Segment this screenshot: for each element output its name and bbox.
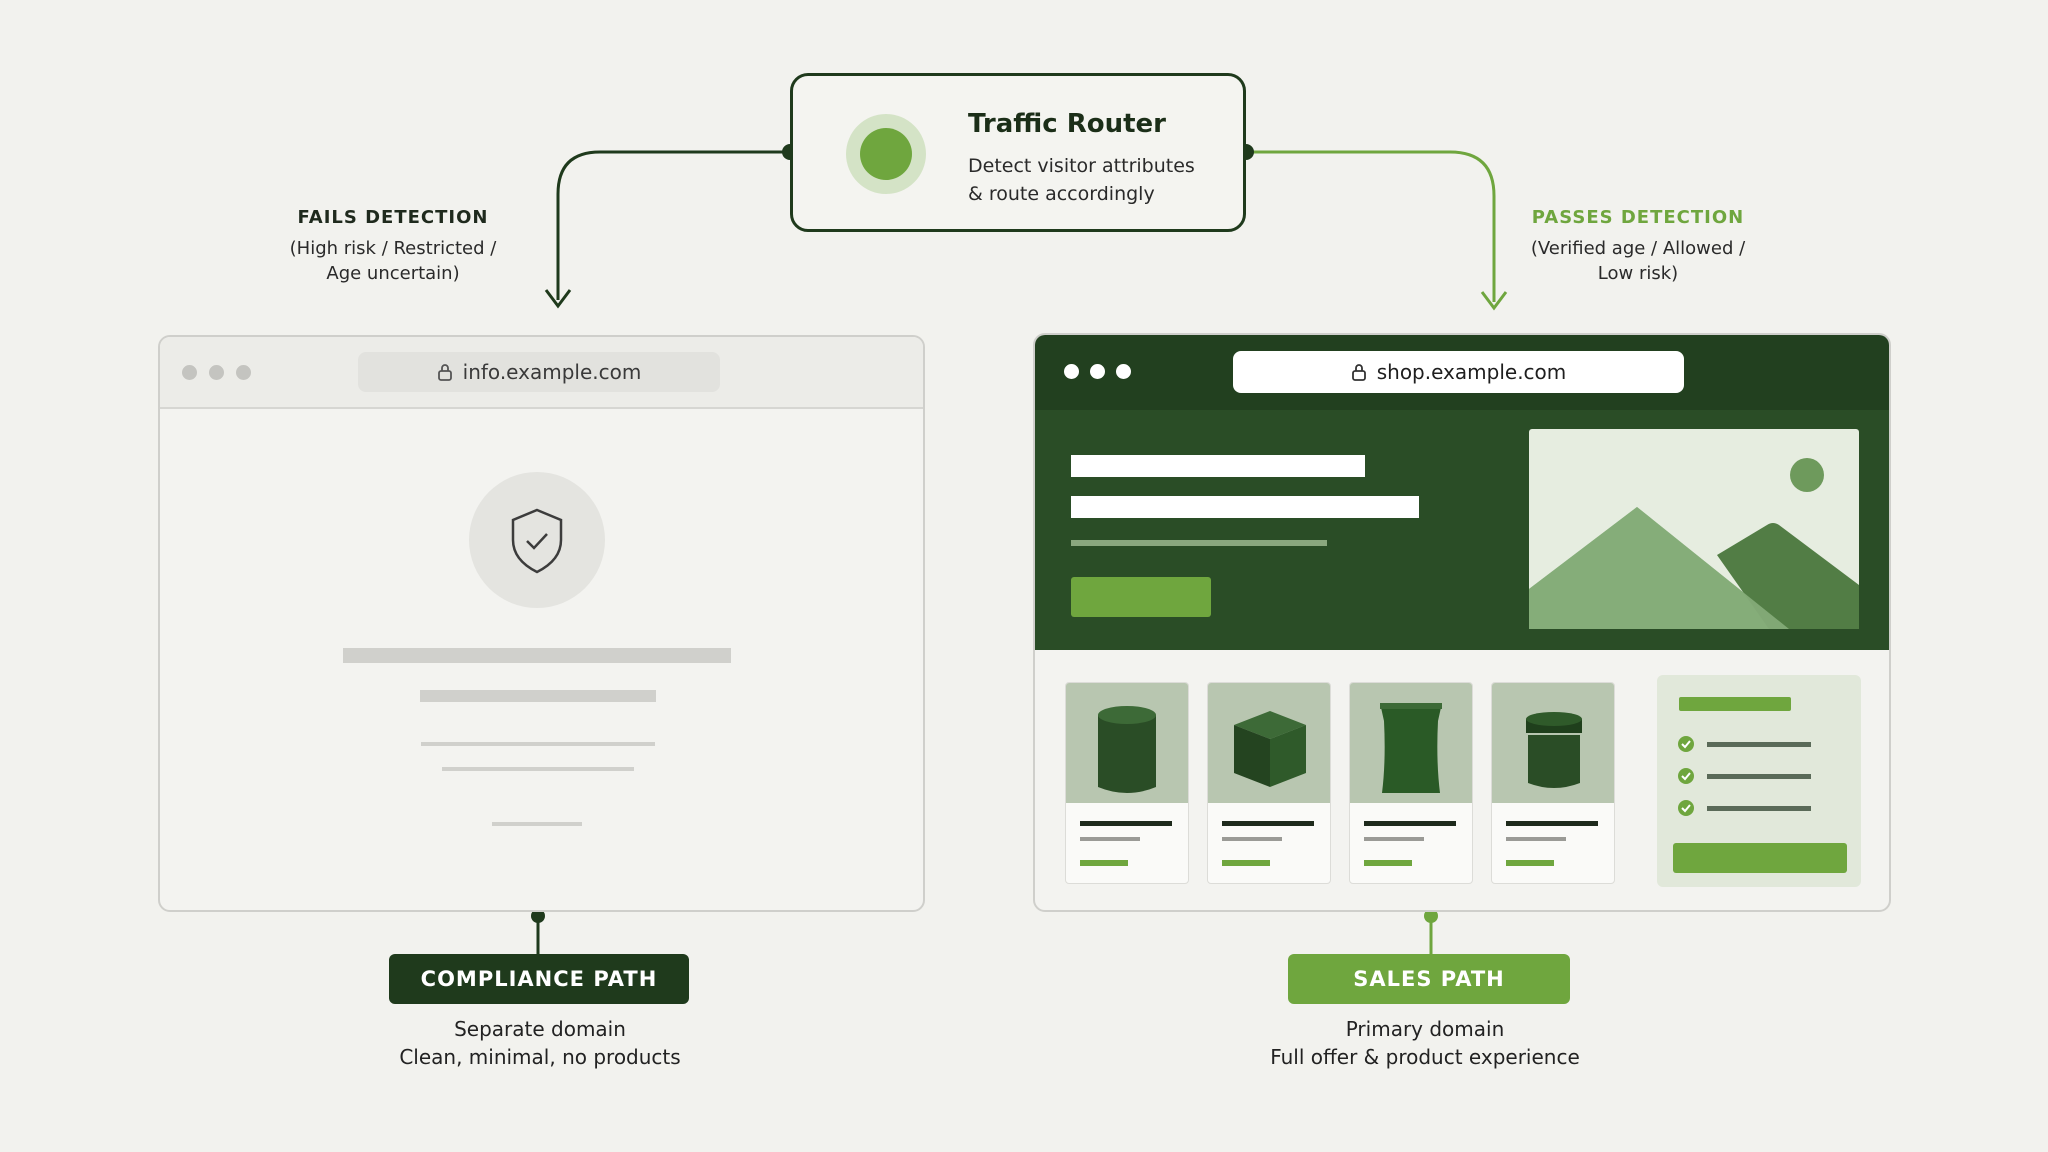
pouch-bag-icon <box>1380 703 1442 793</box>
hero-subtext-bar <box>1071 540 1327 546</box>
product-card[interactable] <box>1491 682 1615 884</box>
product-title-bar <box>1080 821 1172 826</box>
product-image <box>1350 683 1472 803</box>
router-status-dot <box>860 128 912 180</box>
address-bar[interactable]: info.example.com <box>358 352 720 392</box>
fails-detection-title: FAILS DETECTION <box>297 207 489 228</box>
placeholder-line <box>442 767 634 771</box>
hero-image-icon <box>1529 429 1859 629</box>
lock-icon <box>437 364 452 381</box>
offer-cta-button[interactable] <box>1673 843 1847 873</box>
window-control-dot <box>209 365 224 380</box>
browser-toolbar: shop.example.com <box>1035 335 1889 410</box>
offer-title-bar <box>1679 697 1791 711</box>
passes-connector <box>1246 150 1496 302</box>
shop-browser-window: shop.example.com <box>1033 333 1891 912</box>
compliance-path-description: Separate domain Clean, minimal, no produ… <box>399 1017 681 1069</box>
product-card[interactable] <box>1065 682 1189 884</box>
cylinder-jar-icon <box>1098 706 1156 793</box>
shield-badge <box>469 472 605 608</box>
window-control-dot <box>236 365 251 380</box>
sales-port <box>1424 909 1438 923</box>
product-title-bar <box>1364 821 1456 826</box>
product-title-bar <box>1506 821 1598 826</box>
product-meta-bar <box>1364 837 1424 841</box>
sales-path-badge: SALES PATH <box>1288 954 1570 1004</box>
product-meta-bar <box>1506 837 1566 841</box>
feature-line <box>1707 742 1811 747</box>
product-image <box>1066 683 1188 803</box>
hero-headline-bar <box>1071 496 1419 518</box>
passes-arrowhead <box>1480 291 1508 311</box>
check-circle-icon <box>1678 768 1694 784</box>
check-circle-icon <box>1678 800 1694 816</box>
passes-detection-label: PASSES DETECTION (Verified age / Allowed… <box>1513 207 1763 286</box>
router-title: Traffic Router <box>968 109 1166 139</box>
product-meta-bar <box>1080 837 1140 841</box>
placeholder-subheading <box>420 690 656 702</box>
product-price-bar <box>1222 860 1270 866</box>
product-price-bar <box>1506 860 1554 866</box>
placeholder-line <box>421 742 655 746</box>
cube-box-icon <box>1234 711 1306 787</box>
lock-icon <box>1351 364 1366 381</box>
window-control-dot <box>182 365 197 380</box>
address-bar-url: info.example.com <box>462 360 642 384</box>
feature-line <box>1707 774 1811 779</box>
tub-container-icon <box>1526 712 1582 788</box>
compliance-path-badge: COMPLIANCE PATH <box>389 954 689 1004</box>
product-meta-bar <box>1222 837 1282 841</box>
product-image <box>1208 683 1330 803</box>
product-title-bar <box>1222 821 1314 826</box>
fails-detection-description: (High risk / Restricted / Age uncertain) <box>289 238 497 284</box>
placeholder-line <box>492 822 582 826</box>
passes-detection-description: (Verified age / Allowed / Low risk) <box>1530 238 1746 284</box>
address-bar-url: shop.example.com <box>1376 360 1567 384</box>
router-description: Detect visitor attributes & route accord… <box>968 155 1195 205</box>
offer-card <box>1657 675 1861 887</box>
fails-arrowhead <box>544 289 572 309</box>
compliance-port <box>531 909 545 923</box>
traffic-router-card: Traffic Router Detect visitor attributes… <box>790 73 1246 232</box>
product-card[interactable] <box>1207 682 1331 884</box>
hero-cta-button[interactable] <box>1071 577 1211 617</box>
address-bar[interactable]: shop.example.com <box>1233 351 1684 393</box>
compliance-browser-window: info.example.com <box>158 335 925 912</box>
fails-detection-label: FAILS DETECTION (High risk / Restricted … <box>268 207 518 286</box>
window-control-dot <box>1064 364 1079 379</box>
passes-detection-title: PASSES DETECTION <box>1531 207 1745 228</box>
product-image <box>1492 683 1614 803</box>
fails-connector <box>556 150 790 300</box>
sales-path-description: Primary domain Full offer & product expe… <box>1270 1017 1580 1069</box>
product-price-bar <box>1080 860 1128 866</box>
shield-check-icon <box>511 508 563 574</box>
window-control-dot <box>1090 364 1105 379</box>
browser-toolbar: info.example.com <box>160 337 923 409</box>
check-circle-icon <box>1678 736 1694 752</box>
window-control-dot <box>1116 364 1131 379</box>
hero-headline-bar <box>1071 455 1365 477</box>
hero-banner <box>1035 410 1889 650</box>
feature-line <box>1707 806 1811 811</box>
product-price-bar <box>1364 860 1412 866</box>
placeholder-heading <box>343 648 731 663</box>
product-card[interactable] <box>1349 682 1473 884</box>
router-status-icon <box>846 114 926 194</box>
